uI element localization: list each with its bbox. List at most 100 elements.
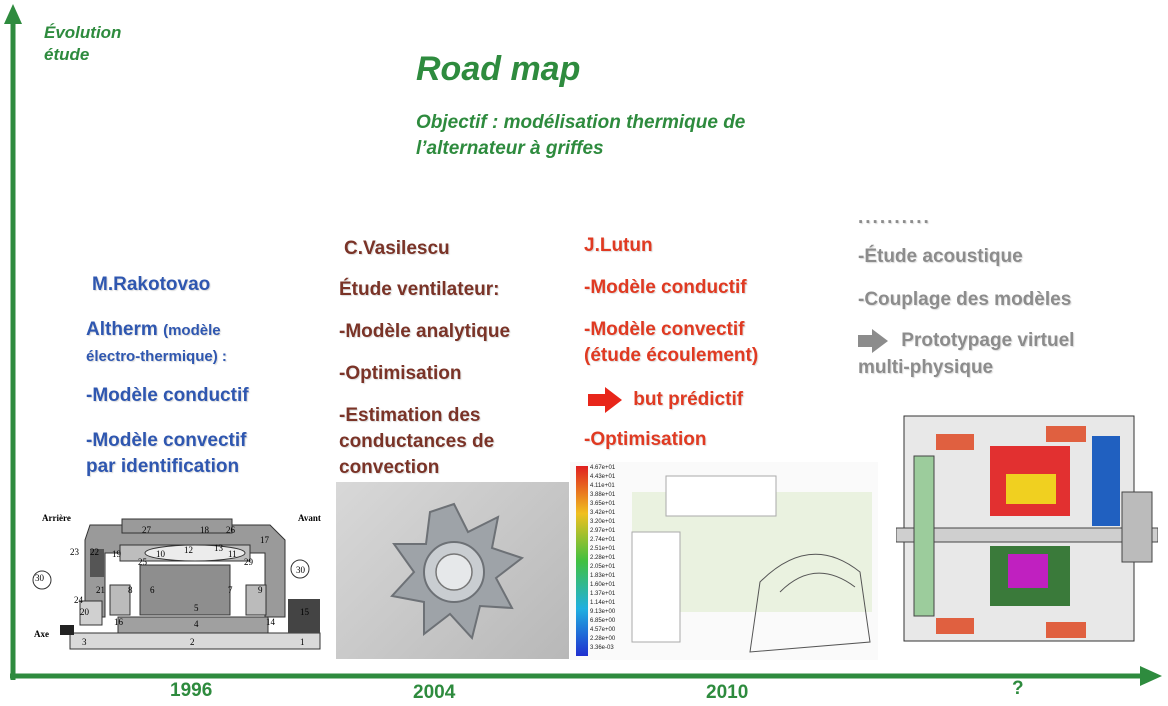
objective-line1: Objectif : modélisation thermique de xyxy=(416,112,746,133)
red-arrow-icon xyxy=(588,387,622,413)
diagram-part-number: 27 xyxy=(142,525,151,535)
diagram-part-number: 8 xyxy=(128,585,133,595)
diagram-part-number: 1 xyxy=(300,637,305,647)
col2-item-3: -Estimation des xyxy=(339,405,481,426)
diagram-part-number: 9 xyxy=(258,585,263,595)
col1-item-3: par identification xyxy=(86,456,240,477)
col3-name: J.Lutun xyxy=(584,235,653,256)
y-axis-label-line2: étude xyxy=(44,45,90,64)
col4-item-3: Prototypage virtuel xyxy=(901,330,1075,352)
cfd-drawing xyxy=(576,466,872,656)
cross-section-drawing xyxy=(32,518,321,650)
col3-item-4: but prédictif xyxy=(633,389,744,411)
colorbar-tick-label: 3.20e+01 xyxy=(590,519,616,525)
diagram-part-number: 22 xyxy=(90,547,99,557)
diagram-part-number: 5 xyxy=(194,603,199,613)
colorbar-tick-label: 4.57e+00 xyxy=(590,627,616,633)
diagram-part-number: 7 xyxy=(228,585,233,595)
diagram-part-number: 10 xyxy=(156,549,165,559)
colorbar-tick-label: 3.65e+01 xyxy=(590,501,616,507)
diagram-part-number: 30 xyxy=(296,565,305,575)
colorbar-tick-label: 2.51e+01 xyxy=(590,546,616,552)
colorbar-tick-label: 2.28e+00 xyxy=(590,636,616,642)
col2-name: C.Vasilescu xyxy=(344,238,450,259)
fan-photo xyxy=(336,482,569,659)
diagram-part-number: 21 xyxy=(96,585,105,595)
colorbar-tick-label: 1.83e+01 xyxy=(590,573,616,579)
diagram-part-number: 6 xyxy=(150,585,155,595)
diagram-part-number: 20 xyxy=(80,607,89,617)
objective: Objectif : modélisation thermique de l’a… xyxy=(416,110,745,162)
colorbar-tick-label: 1.60e+01 xyxy=(590,582,616,588)
label-avant: Avant xyxy=(298,513,321,523)
x-axis-arrowhead xyxy=(1140,666,1162,686)
year-unknown: ? xyxy=(1012,678,1024,699)
diagram-part-number: 17 xyxy=(260,535,269,545)
objective-line2: l’alternateur à griffes xyxy=(416,138,604,159)
col3-item-2: -Modèle convectif xyxy=(584,319,745,340)
diagram-part-number: 4 xyxy=(194,619,199,629)
year-1996: 1996 xyxy=(170,680,213,701)
colorbar-tick-label: 2.97e+01 xyxy=(590,528,616,534)
diagram-part-number: 19 xyxy=(112,549,121,559)
col3-item-5: -Optimisation xyxy=(584,429,707,450)
col3-item-3: (étude écoulement) xyxy=(584,345,759,366)
label-axe: Axe xyxy=(34,629,49,639)
colorbar-tick-label: 1.37e+01 xyxy=(590,591,616,597)
diagram-part-number: 25 xyxy=(138,557,147,567)
diagram-part-number: 3 xyxy=(82,637,87,647)
year-2010: 2010 xyxy=(706,682,749,703)
diagram-part-number: 16 xyxy=(114,617,123,627)
fan-drawing xyxy=(390,502,525,641)
diagram-part-number: 14 xyxy=(266,617,275,627)
col2-heading: Étude ventilateur: xyxy=(339,279,500,300)
col3-item-1: -Modèle conductif xyxy=(584,277,747,298)
col1-altherm-label: Altherm xyxy=(86,319,158,340)
label-arriere: Arrière xyxy=(42,513,71,523)
colorbar-tick-label: 2.05e+01 xyxy=(590,564,616,570)
col2-item-5: convection xyxy=(339,457,440,478)
diagram-part-number: 24 xyxy=(74,595,83,605)
col1-item-1: -Modèle conductif xyxy=(86,385,249,406)
col4-item-3-wrap: Prototypage virtuel xyxy=(858,329,1074,353)
col1-altherm-paren1: (modèle xyxy=(163,322,221,339)
colorbar-tick-label: 2.74e+01 xyxy=(590,537,616,543)
diagram-part-number: 13 xyxy=(214,543,223,553)
diagram-part-number: 15 xyxy=(300,607,309,617)
col2-item-1: -Modèle analytique xyxy=(339,321,511,342)
grey-arrow-icon xyxy=(858,329,888,353)
col1-altherm: Altherm (modèle électro-thermique) : xyxy=(86,318,336,369)
colorbar-tick-label: 6.85e+00 xyxy=(590,618,616,624)
col4-item-4: multi-physique xyxy=(858,357,994,378)
diagram-part-number: 18 xyxy=(200,525,209,535)
colorbar-tick-label: 1.14e+01 xyxy=(590,600,616,606)
diagram-part-number: 30 xyxy=(35,573,44,583)
y-axis-label-line1: Évolution xyxy=(44,23,122,42)
col1-name: M.Rakotovao xyxy=(92,274,211,295)
diagram-part-number: 29 xyxy=(244,557,253,567)
col2-item-2: -Optimisation xyxy=(339,363,462,384)
assembly-drawing xyxy=(896,415,1158,642)
colorbar-tick-label: 3.42e+01 xyxy=(590,510,616,516)
colorbar-tick-label: 4.43e+01 xyxy=(590,474,616,480)
diagram-part-number: 23 xyxy=(70,547,79,557)
colorbar-tick-label: 3.88e+01 xyxy=(590,492,616,498)
col1-altherm-paren2: électro-thermique) : xyxy=(86,348,227,365)
alternator-assembly-drawing xyxy=(896,396,1158,661)
col4-item-1: -Étude acoustique xyxy=(858,246,1023,267)
diagram-part-number: 2 xyxy=(190,637,195,647)
col1-item-2: -Modèle convectif xyxy=(86,430,247,451)
col2-item-4: conductances de xyxy=(339,431,495,452)
y-axis-arrowhead xyxy=(4,4,22,24)
colorbar-tick-label: 4.67e+01 xyxy=(590,465,616,471)
col4-item-2: -Couplage des modèles xyxy=(858,289,1072,310)
colorbar-tick-label: 9.13e+00 xyxy=(590,609,616,615)
diagram-part-number: 26 xyxy=(226,525,235,535)
year-2004: 2004 xyxy=(413,682,456,703)
col3-predictive: but prédictif xyxy=(588,387,743,413)
diagram-part-number: 12 xyxy=(184,545,193,555)
